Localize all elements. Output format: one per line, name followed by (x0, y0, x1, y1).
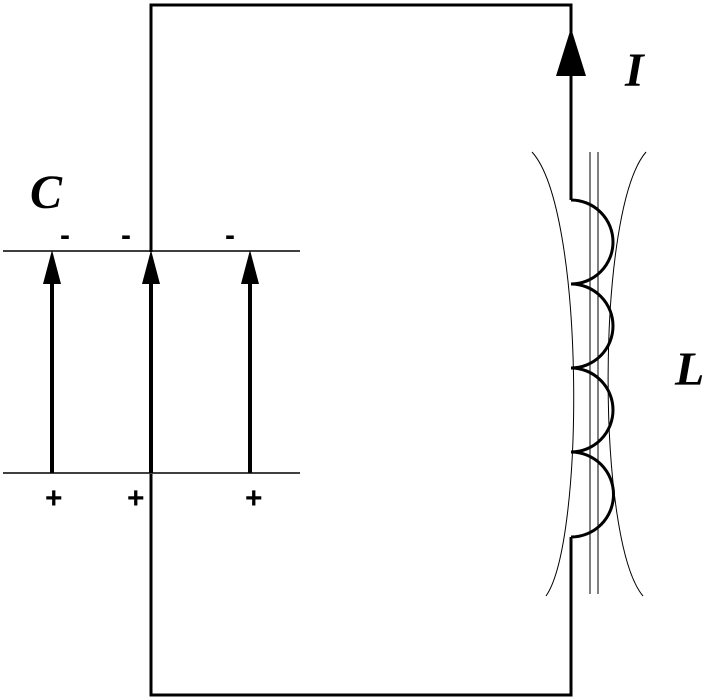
circuit-loop (149, 3, 573, 697)
field-arrows (43, 250, 259, 473)
left-wire (149, 3, 573, 252)
plus-sign: + (45, 482, 63, 515)
minus-sign: - (60, 219, 70, 252)
bottom-wire (149, 474, 573, 697)
plus-sign: + (245, 482, 263, 515)
minus-sign: - (225, 219, 235, 252)
inductor-label: L (674, 343, 704, 396)
inductor-core (531, 151, 647, 597)
bottom-plate-signs: + + + (45, 482, 263, 515)
plus-sign: + (127, 482, 145, 515)
current-arrow (556, 28, 586, 76)
current-label: I (624, 44, 646, 97)
field-arrow (241, 250, 259, 473)
capacitor-label: C (30, 166, 63, 219)
inductor-coil (570, 198, 615, 539)
minus-sign: - (121, 219, 131, 252)
field-line (607, 151, 647, 597)
top-plate-signs: - - - (60, 219, 235, 252)
field-arrow (43, 250, 61, 473)
field-line (531, 151, 575, 597)
field-arrow (142, 250, 160, 473)
